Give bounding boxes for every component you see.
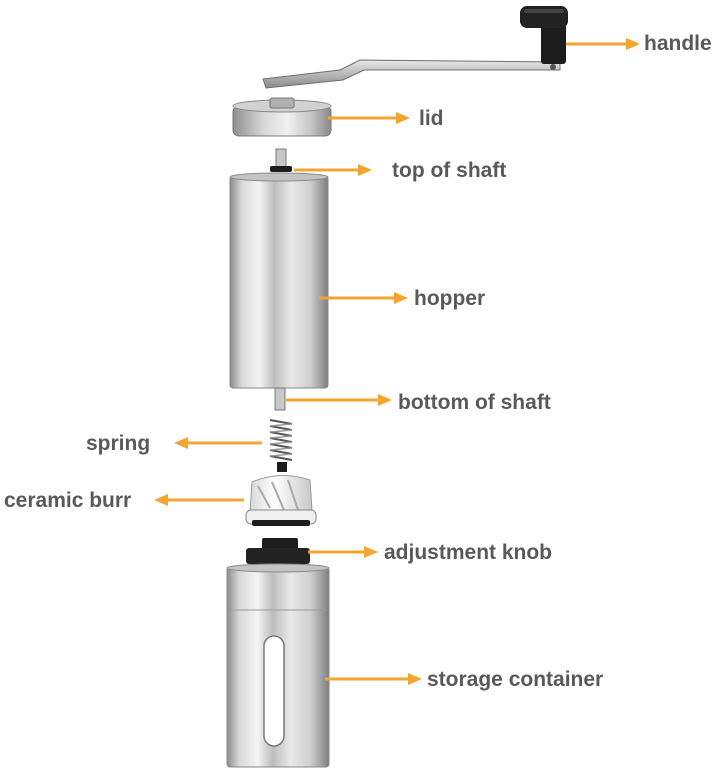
spring-part	[269, 419, 293, 472]
arrow-spring	[174, 437, 262, 449]
arrow-hopper	[319, 292, 408, 304]
label-bottom-of-shaft: bottom of shaft	[398, 391, 551, 414]
label-lid: lid	[419, 107, 444, 130]
label-adjustment-knob: adjustment knob	[384, 541, 553, 564]
arrow-storage-container	[325, 673, 422, 685]
label-spring: spring	[86, 432, 151, 455]
handle-part	[262, 6, 568, 89]
label-ceramic-burr: ceramic burr	[4, 489, 132, 512]
label-storage-container: storage container	[427, 668, 604, 691]
arrow-bottom-of-shaft	[286, 394, 392, 406]
label-hopper: hopper	[414, 287, 486, 310]
arrow-lid	[328, 112, 410, 124]
arrows	[154, 38, 640, 685]
label-handle: handle	[644, 32, 712, 55]
lid-part	[232, 97, 332, 137]
adjustment-knob-part	[246, 538, 310, 564]
arrow-handle	[566, 38, 640, 50]
ceramic-burr-part	[245, 475, 317, 526]
arrow-top-of-shaft	[294, 164, 372, 176]
bottom-of-shaft-part	[274, 387, 286, 411]
top-of-shaft-part	[270, 148, 292, 172]
arrow-ceramic-burr	[154, 494, 244, 506]
label-top-of-shaft: top of shaft	[392, 159, 507, 182]
arrow-adjustment-knob	[308, 546, 378, 558]
hopper-part	[229, 172, 329, 389]
storage-container-part	[226, 563, 330, 768]
